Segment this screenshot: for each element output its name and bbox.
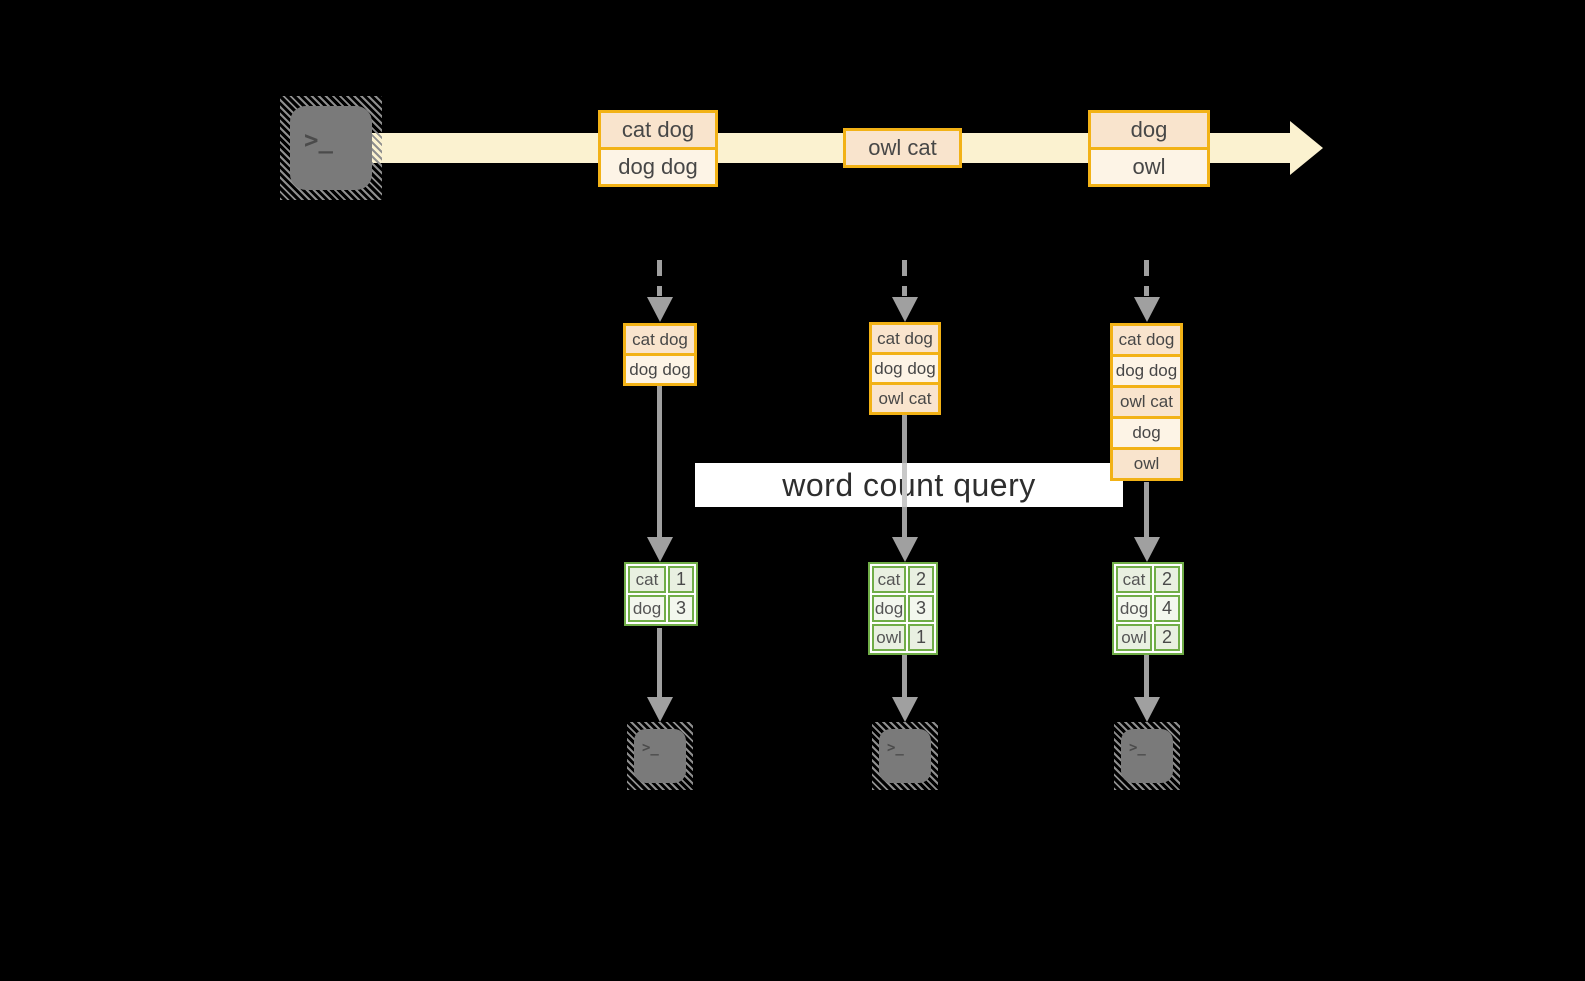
- flow-arrow-head-icon: [1134, 537, 1160, 562]
- microbatch-line: dog dog: [872, 355, 938, 382]
- table-count-cell: 4: [1154, 595, 1180, 622]
- terminal-prompt-icon: >_: [304, 126, 333, 154]
- flow-arrow-head-icon: [892, 537, 918, 562]
- stream-event-line: owl: [1091, 150, 1207, 184]
- query-banner-label: word count query: [782, 466, 1036, 503]
- terminal-prompt-icon: >_: [1129, 740, 1146, 756]
- flow-arrow: [1144, 482, 1149, 538]
- microbatch-box: cat dog dog dog owl cat: [869, 322, 941, 415]
- table-count-cell: 2: [1154, 624, 1180, 651]
- microbatch-box: cat dog dog dog: [623, 323, 697, 386]
- dashed-arrow: [902, 260, 907, 296]
- dashed-arrow-head-icon: [1134, 297, 1160, 322]
- flow-arrow-head-icon: [1134, 697, 1160, 722]
- stream-event-line: dog dog: [601, 150, 715, 184]
- table-count-cell: 3: [908, 595, 934, 622]
- dashed-arrow: [657, 260, 662, 296]
- source-terminal-icon: >_: [280, 96, 382, 200]
- arrow-through-banner: [902, 463, 907, 507]
- table-count-cell: 2: [908, 566, 934, 593]
- dashed-arrow-head-icon: [647, 297, 673, 322]
- terminal-prompt-icon: >_: [642, 740, 659, 756]
- table-word-cell: owl: [1116, 624, 1152, 651]
- table-count-cell: 3: [668, 595, 694, 622]
- flow-arrow: [902, 652, 907, 698]
- flow-arrow-head-icon: [647, 697, 673, 722]
- microbatch-line: cat dog: [872, 325, 938, 352]
- table-word-cell: cat: [1116, 566, 1152, 593]
- stream-event-line: cat dog: [601, 113, 715, 147]
- table-word-cell: dog: [1116, 595, 1152, 622]
- microbatch-line: owl cat: [1113, 388, 1180, 416]
- table-word-cell: cat: [628, 566, 666, 593]
- flow-arrow: [1144, 650, 1149, 698]
- table-word-cell: owl: [872, 624, 906, 651]
- microbatch-line: owl: [1113, 450, 1180, 478]
- wordcount-table: cat 1 dog 3: [624, 562, 698, 626]
- stream-arrow-head-icon: [1290, 121, 1323, 175]
- table-count-cell: 2: [1154, 566, 1180, 593]
- dashed-arrow: [1144, 260, 1149, 296]
- query-banner: word count query: [695, 463, 1123, 507]
- stream-event-box: dog owl: [1088, 110, 1210, 187]
- microbatch-line: cat dog: [626, 326, 694, 353]
- microbatch-box: cat dog dog dog owl cat dog owl: [1110, 323, 1183, 481]
- microbatch-line: cat dog: [1113, 326, 1180, 354]
- microbatch-line: dog dog: [626, 356, 694, 383]
- table-word-cell: dog: [628, 595, 666, 622]
- wordcount-table: cat 2 dog 3 owl 1: [868, 562, 938, 655]
- table-word-cell: dog: [872, 595, 906, 622]
- stream-event-box: cat dog dog dog: [598, 110, 718, 187]
- stream-event-line: dog: [1091, 113, 1207, 147]
- table-word-cell: cat: [872, 566, 906, 593]
- microbatch-line: owl cat: [872, 385, 938, 412]
- table-count-cell: 1: [908, 624, 934, 651]
- dashed-arrow-head-icon: [892, 297, 918, 322]
- flow-arrow: [657, 628, 662, 698]
- stream-event-box: owl cat: [843, 128, 962, 168]
- output-terminal-icon: >_: [627, 722, 693, 790]
- stream-event-line: owl cat: [846, 131, 959, 165]
- microbatch-line: dog: [1113, 419, 1180, 447]
- wordcount-table: cat 2 dog 4 owl 2: [1112, 562, 1184, 655]
- output-terminal-icon: >_: [872, 722, 938, 790]
- terminal-prompt-icon: >_: [887, 740, 904, 756]
- flow-arrow-head-icon: [892, 697, 918, 722]
- table-count-cell: 1: [668, 566, 694, 593]
- microbatch-line: dog dog: [1113, 357, 1180, 385]
- flow-arrow-head-icon: [647, 537, 673, 562]
- flow-arrow: [657, 386, 662, 538]
- output-terminal-icon: >_: [1114, 722, 1180, 790]
